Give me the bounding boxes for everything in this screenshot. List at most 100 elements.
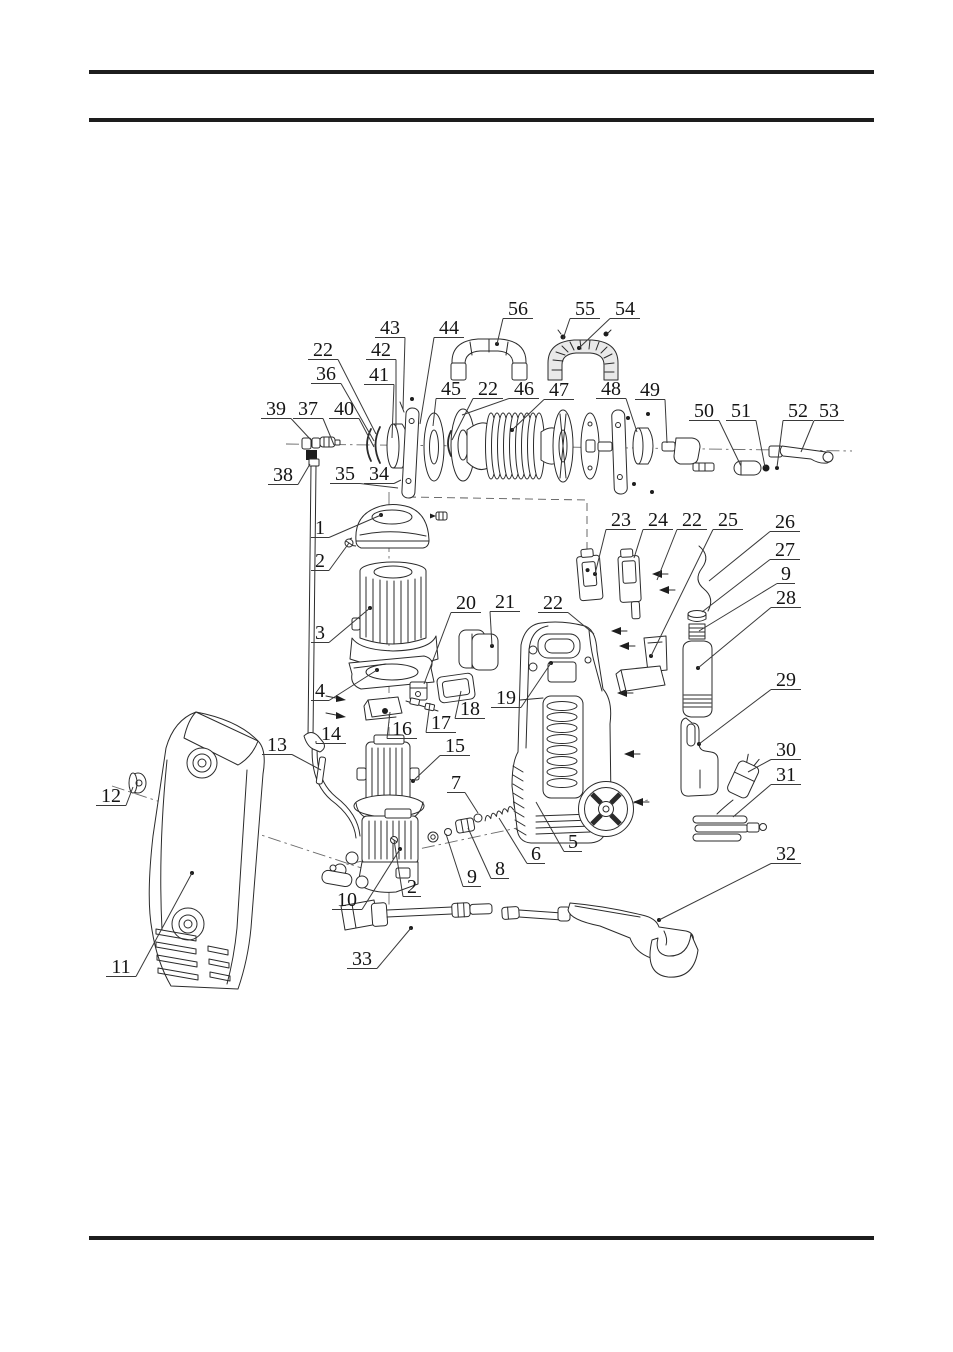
callout-leader <box>650 529 714 657</box>
page-rule <box>89 118 874 122</box>
bottle-bracket <box>680 717 719 797</box>
callout-number: 2 <box>407 876 417 898</box>
callout-number: 51 <box>731 400 751 422</box>
callout-leader <box>423 612 452 685</box>
callout-leader <box>697 607 772 669</box>
callout-leader <box>322 418 335 446</box>
callout-leader <box>520 662 552 708</box>
wire-hook <box>697 545 712 612</box>
power-plug <box>716 753 760 815</box>
callout-number: 48 <box>601 378 621 400</box>
callout-leader <box>451 398 474 441</box>
callout-leader <box>361 848 401 910</box>
callout-leader <box>402 337 406 411</box>
elbow-fitting <box>303 732 325 753</box>
callout-leader <box>562 318 571 340</box>
callout-leader <box>297 463 311 485</box>
pin <box>315 756 327 785</box>
rubber-cap <box>128 772 147 794</box>
carry-handle-smooth <box>450 338 528 381</box>
power-cord-coil <box>692 815 767 842</box>
callout-number: 38 <box>273 464 293 486</box>
callout-number: 25 <box>718 509 738 531</box>
arrow <box>325 695 346 719</box>
callout-number: 46 <box>514 378 534 400</box>
callout-leader <box>658 863 772 921</box>
callout-leader <box>656 529 678 581</box>
callout-number: 1 <box>315 517 325 539</box>
callout-leader <box>328 514 382 538</box>
callout-leader <box>135 872 193 977</box>
callout-leader <box>496 318 504 345</box>
callout-number: 19 <box>496 687 516 709</box>
callout-leader <box>664 399 668 444</box>
callout-number: 42 <box>371 339 391 361</box>
callout-leader <box>328 669 378 701</box>
callout-leader <box>376 927 412 969</box>
callout-number: 50 <box>694 400 714 422</box>
callout-number: 8 <box>495 858 505 880</box>
callout-number: 30 <box>776 739 796 761</box>
callout-leader <box>708 531 771 582</box>
callout-number: 56 <box>508 298 528 320</box>
callout-number: 36 <box>316 363 336 385</box>
callout-number: 32 <box>776 843 796 865</box>
spray-lance <box>340 899 493 931</box>
callout-leader-lines <box>96 318 844 977</box>
callout-number: 23 <box>611 509 631 531</box>
callout-number: 39 <box>266 398 286 420</box>
callout-leader <box>359 483 399 489</box>
callout-leader <box>732 784 772 818</box>
callout-number: 14 <box>321 723 341 745</box>
callout-leader <box>412 755 441 782</box>
callout-leader <box>386 711 391 739</box>
callout-number: 29 <box>776 669 796 691</box>
spray-gun <box>501 902 699 978</box>
callout-leader <box>701 559 771 613</box>
screw <box>430 511 448 521</box>
callout-leader <box>755 420 766 468</box>
callout-number: 6 <box>531 843 541 865</box>
callout-number: 12 <box>101 785 121 807</box>
callout-number: 33 <box>352 948 372 970</box>
callout-leader <box>125 786 134 806</box>
callout-leader <box>578 318 611 349</box>
callout-leader <box>393 839 404 897</box>
callout-leader <box>432 398 437 427</box>
callout-number: 26 <box>775 511 795 533</box>
callout-leader <box>419 337 435 425</box>
callout-number: 3 <box>315 622 325 644</box>
callout-number: 17 <box>431 712 451 734</box>
callout-number: 54 <box>615 298 635 320</box>
callout-leader <box>776 420 784 468</box>
callout-number: 5 <box>568 831 578 853</box>
wheel <box>578 781 634 837</box>
callout-number: 47 <box>549 379 569 401</box>
callout-number: 20 <box>456 592 476 614</box>
page-rule <box>89 70 874 74</box>
callout-leader <box>535 801 565 852</box>
callout-leader <box>464 792 479 814</box>
callout-leader <box>290 418 312 441</box>
callout-number: 53 <box>819 400 839 422</box>
callout-number: 31 <box>776 764 796 786</box>
callout-number: 41 <box>369 364 389 386</box>
pump-unit <box>321 808 419 893</box>
motor-housing-shell <box>349 561 439 667</box>
hose-reel-assembly <box>301 397 834 738</box>
mount-plate-parts <box>325 672 476 721</box>
callout-number: 28 <box>776 587 796 609</box>
l-bracket <box>615 635 668 695</box>
callout-number: 22 <box>313 339 333 361</box>
callout-number: 45 <box>441 378 461 400</box>
bottle-cap <box>687 610 707 622</box>
callout-number: 7 <box>451 772 461 794</box>
screw-arrows <box>611 627 650 806</box>
coiled-hose <box>485 412 545 480</box>
callout-leader <box>594 529 607 575</box>
callout-leader <box>489 611 493 647</box>
callout-number: 22 <box>478 378 498 400</box>
callout-leader <box>800 420 815 453</box>
